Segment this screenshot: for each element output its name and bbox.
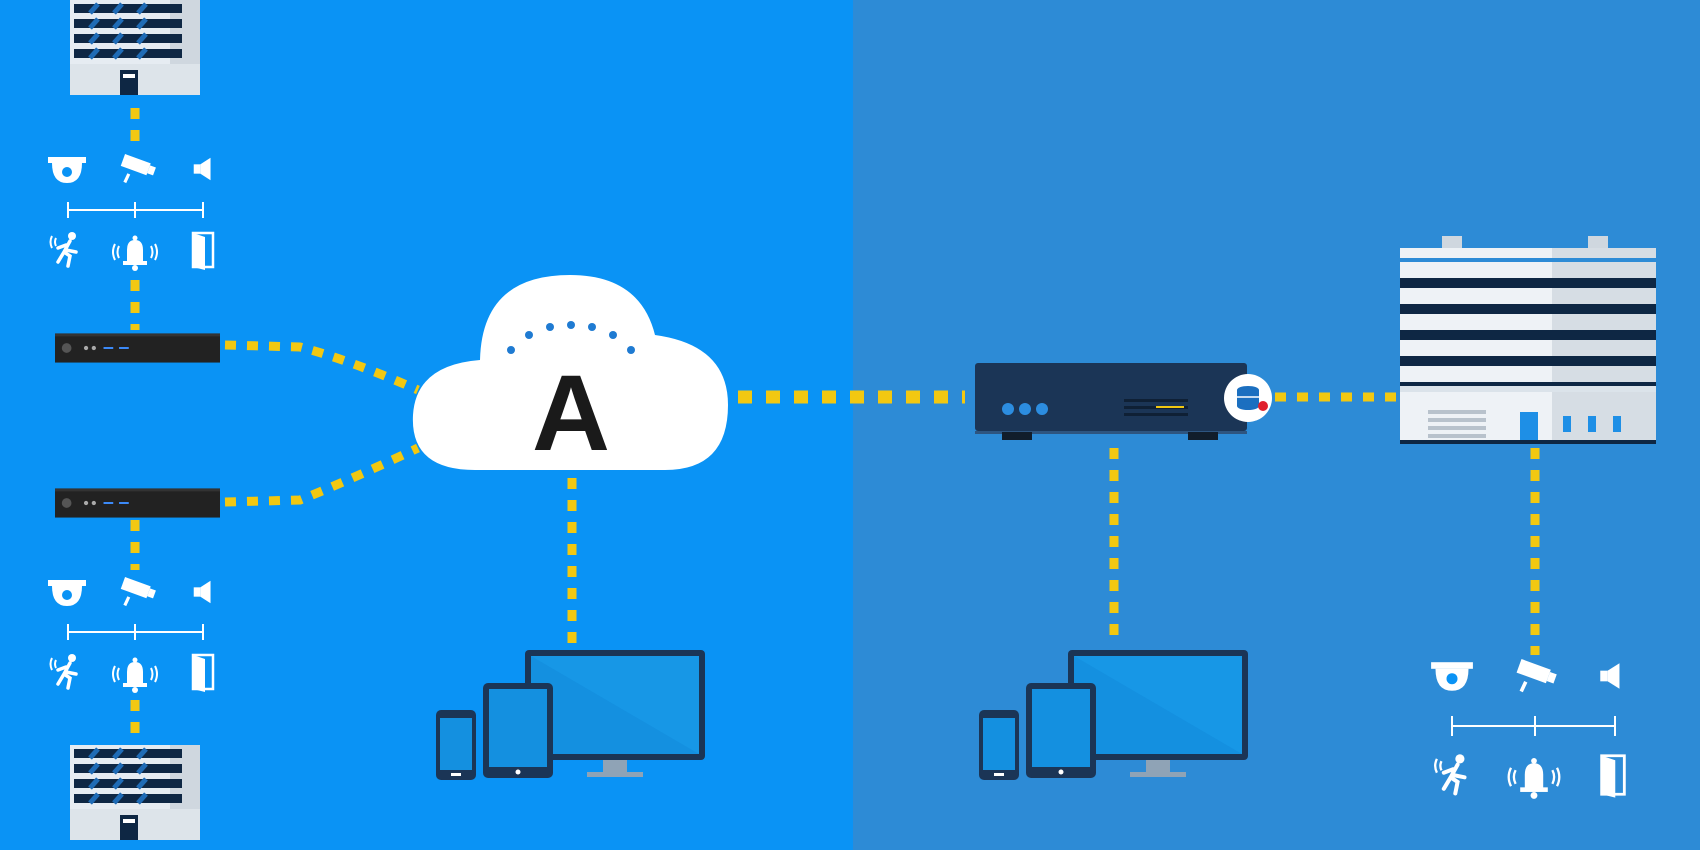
cluster-bracket <box>67 202 204 218</box>
building-icon <box>70 745 200 840</box>
connector-server1-cloud <box>224 340 420 395</box>
device-cluster-right <box>1431 659 1626 800</box>
server-icon <box>55 333 220 363</box>
server-icon <box>55 488 220 518</box>
phone-icon <box>979 710 1019 780</box>
cloud-logo-letter: A <box>532 352 610 473</box>
tablet-icon <box>1026 683 1096 778</box>
signal-dots <box>507 321 635 354</box>
cluster-bracket <box>67 624 204 640</box>
building-icon <box>70 0 200 95</box>
device-cluster-bottom-left <box>48 577 215 694</box>
tablet-icon <box>483 683 553 778</box>
cloud-icon: A <box>412 275 728 473</box>
device-cluster-top-left <box>48 154 215 272</box>
cluster-bracket <box>1451 716 1616 736</box>
phone-icon <box>436 710 476 780</box>
connectors <box>130 108 1540 740</box>
building-icon <box>1400 236 1656 444</box>
onprem-server <box>975 363 1247 440</box>
connector-server2-cloud <box>224 443 420 507</box>
database-icon <box>1224 374 1272 422</box>
